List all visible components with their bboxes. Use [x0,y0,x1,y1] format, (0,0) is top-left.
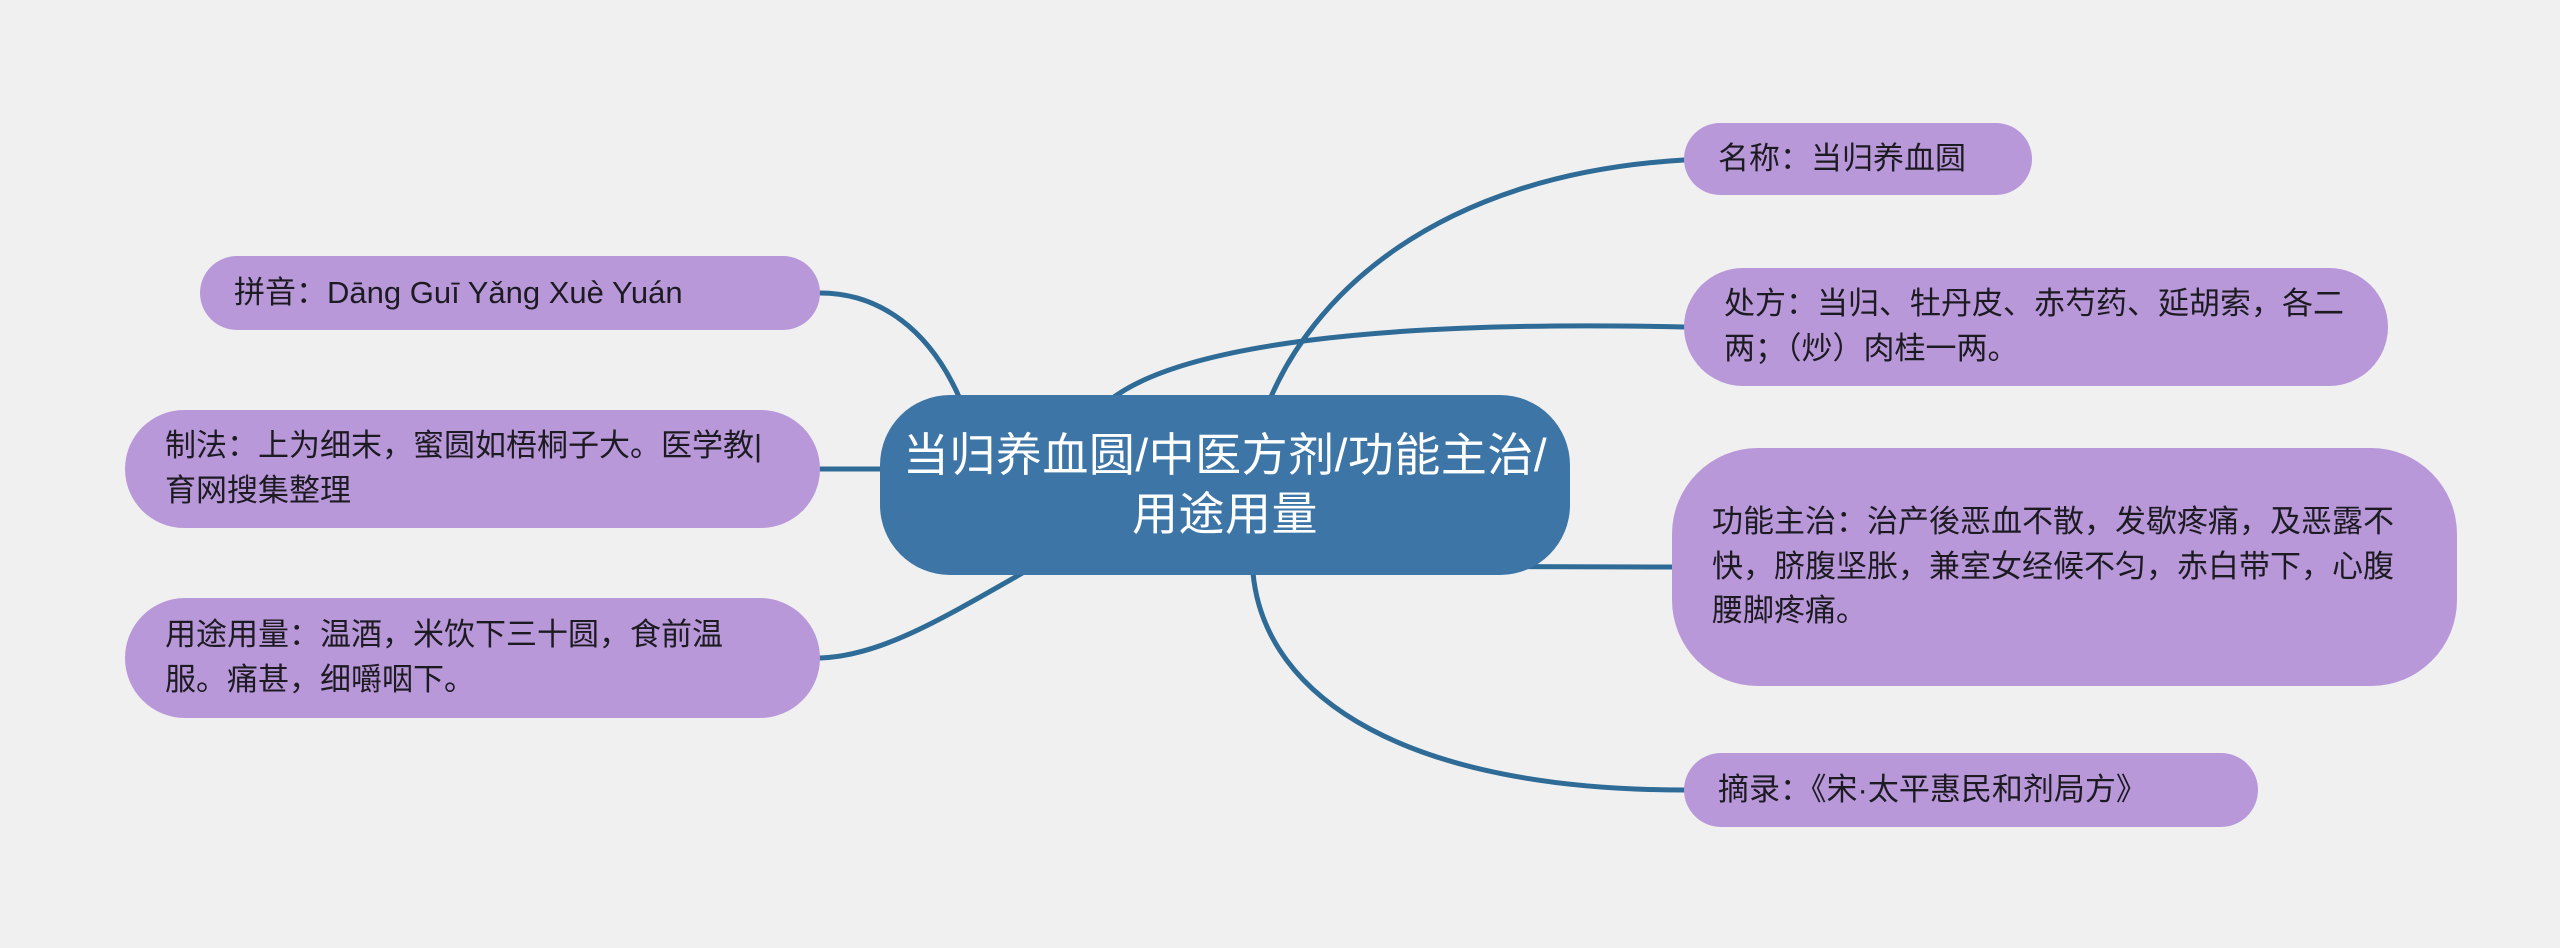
branch-node-pinyin[interactable]: 拼音：Dāng Guī Yǎng Xuè Yuán [200,256,820,330]
branch-label-indications: 功能主治：治产後恶血不散，发歇疼痛，及恶露不快，脐腹坚胀，兼室女经候不匀，赤白带… [1712,503,2394,629]
branch-label-source: 摘录：《宋·太平惠民和剂局方》 [1718,771,2147,807]
edge-to-name [1265,157,1687,407]
branch-node-prescription[interactable]: 处方：当归、牡丹皮、赤芍药、延胡索，各二两；（炒）肉桂一两。 [1684,268,2388,386]
central-topic-node[interactable]: 当归养血圆/中医方剂/功能主治/用途用量 [880,395,1570,575]
branch-node-source[interactable]: 摘录：《宋·太平惠民和剂局方》 [1684,753,2258,827]
edge-to-dosage [817,568,1029,661]
branch-node-name[interactable]: 名称：当归养血圆 [1684,123,2032,195]
edge-to-prescription [1107,323,1687,403]
branch-node-indications[interactable]: 功能主治：治产後恶血不散，发歇疼痛，及恶露不快，脐腹坚胀，兼室女经候不匀，赤白带… [1672,448,2457,686]
central-topic-label: 当归养血圆/中医方剂/功能主治/用途用量 [902,429,1548,540]
branch-label-pinyin: 拼音：Dāng Guī Yǎng Xuè Yuán [234,274,683,310]
edge-to-source [1250,570,1687,793]
branch-node-method[interactable]: 制法：上为细末，蜜圆如梧桐子大。医学教|育网搜集整理 [125,410,820,528]
branch-label-prescription: 处方：当归、牡丹皮、赤芍药、延胡索，各二两；（炒）肉桂一两。 [1724,286,2344,366]
branch-label-method: 制法：上为细末，蜜圆如梧桐子大。医学教|育网搜集整理 [165,428,763,508]
branch-label-dosage: 用途用量：温酒，米饮下三十圆，食前温服。痛甚，细嚼咽下。 [165,617,723,697]
edge-to-pinyin [817,290,963,402]
branch-node-dosage[interactable]: 用途用量：温酒，米饮下三十圆，食前温服。痛甚，细嚼咽下。 [125,598,820,718]
branch-label-name: 名称：当归养血圆 [1718,140,1966,176]
